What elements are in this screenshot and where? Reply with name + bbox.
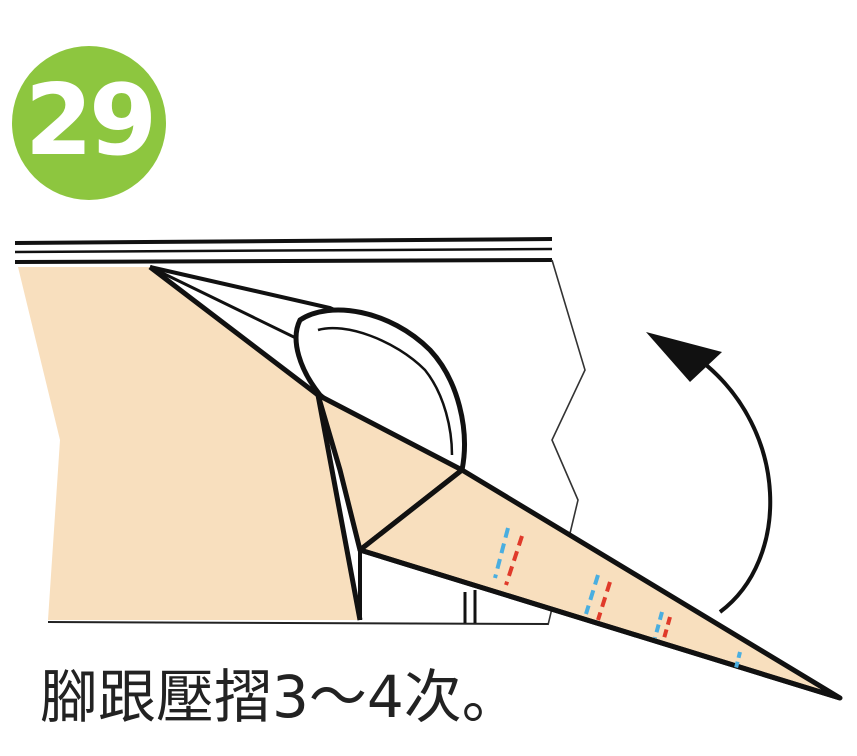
paper-bottom-edge (47, 621, 549, 625)
step-badge: 29 (12, 46, 166, 200)
step-number: 29 (24, 64, 157, 178)
fold-line-4 (734, 651, 742, 669)
fold-line-1 (493, 527, 524, 586)
instruction-caption: 腳跟壓摺3～4次。 (40, 663, 520, 731)
paper-top-edge (14, 237, 553, 264)
curved-arrow-up-icon (646, 332, 773, 614)
fold-line-3 (653, 611, 672, 643)
leg-base-marks (463, 590, 477, 623)
paper-body (18, 267, 360, 620)
fold-lines (493, 527, 742, 669)
leg-flap (357, 467, 843, 701)
fold-line-2 (584, 574, 612, 621)
